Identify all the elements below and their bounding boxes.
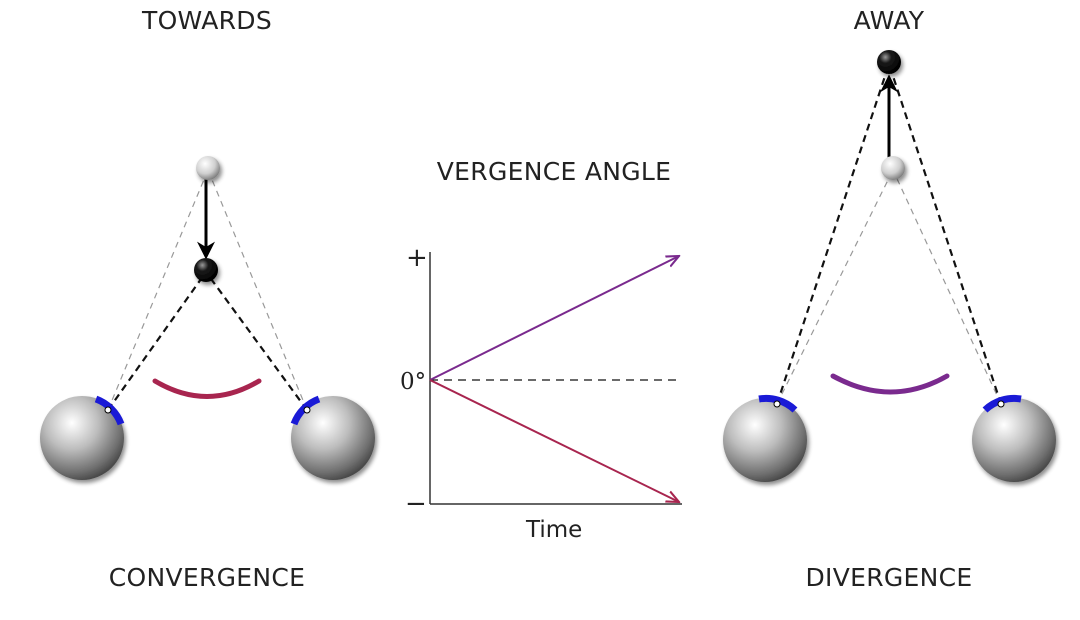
- divergence-label: DIVERGENCE: [805, 563, 973, 592]
- left-pupil-dot: [773, 400, 781, 408]
- divergence-line: [429, 256, 679, 381]
- left-pupil-dot: [104, 406, 112, 414]
- convergence-label: CONVERGENCE: [108, 563, 306, 592]
- towards-label: TOWARDS: [142, 6, 272, 35]
- right-eye-sightline-near: [205, 271, 308, 411]
- vergence-angle-title: VERGENCE ANGLE: [436, 157, 672, 186]
- right-eyeball: [972, 398, 1056, 482]
- vergence-graph: + − 0° Time: [400, 243, 682, 543]
- left-eyeball: [723, 398, 807, 482]
- left-eyeball: [40, 396, 124, 480]
- plus-tick: +: [406, 243, 428, 273]
- right-pupil: [982, 394, 1022, 413]
- convergence-line: [429, 379, 679, 502]
- left-pupil: [758, 394, 798, 413]
- right-eye-sightline-near: [892, 169, 1002, 405]
- convergence-arc: [152, 378, 262, 399]
- right-eye-sightline-far: [207, 169, 308, 411]
- far-target-ball: [877, 50, 901, 74]
- left-eye-sightline-far: [775, 63, 891, 405]
- left-eye-sightline-near: [776, 169, 894, 405]
- near-target-ball: [881, 156, 905, 180]
- divergence-arc: [830, 373, 950, 395]
- right-eyeball: [291, 396, 375, 480]
- divergence-panel: [723, 50, 1056, 482]
- right-pupil-dot: [997, 400, 1005, 408]
- right-eye-sightline-far: [887, 63, 1003, 405]
- left-eye-sightline-near: [107, 271, 207, 411]
- zero-degree-label: 0°: [400, 369, 426, 395]
- minus-tick: −: [405, 489, 427, 519]
- time-axis-label: Time: [525, 517, 582, 543]
- convergence-panel: [40, 156, 375, 480]
- right-pupil-dot: [303, 406, 311, 414]
- near-target-ball: [194, 258, 218, 282]
- far-target-ball: [196, 156, 220, 180]
- away-label: AWAY: [853, 6, 925, 35]
